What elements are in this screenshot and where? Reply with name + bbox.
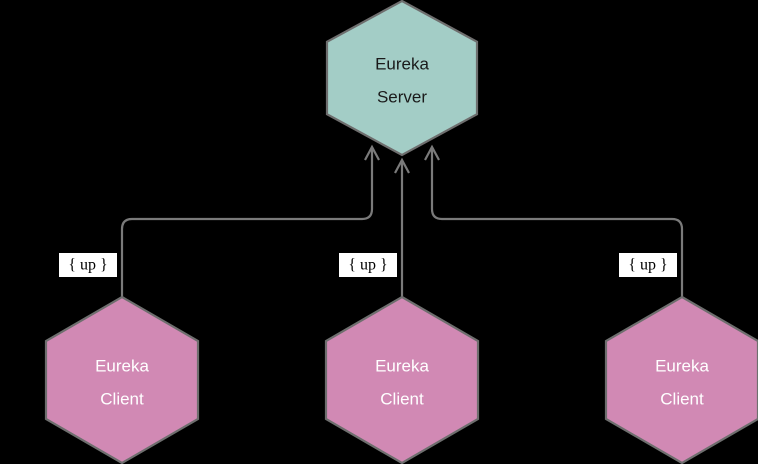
edge-label-text: { up } (68, 257, 107, 274)
edge-label-background (339, 253, 397, 277)
edge-label-text: { up } (348, 257, 387, 274)
arrow-head-icon (424, 144, 440, 161)
edge-path (120, 148, 374, 300)
eureka-server-node-label-line2: Server (377, 87, 427, 106)
edge-edge-center-client-to-server (394, 157, 410, 298)
edge-edge-left-client-to-server (120, 144, 380, 300)
eureka-client-node-1-label-line2: Client (380, 389, 424, 408)
eureka-client-node-0-label-line2: Client (100, 389, 144, 408)
edge-label-edge-center-client-to-server: { up } (339, 253, 397, 277)
edge-labels-layer: { up } { up } { up } (59, 253, 677, 277)
eureka-client-node-0-hexagon[interactable] (44, 295, 200, 464)
eureka-client-node-2-label-line2: Client (660, 389, 704, 408)
nodes-layer: EurekaServerEurekaClientEurekaClientEure… (44, 0, 758, 464)
edge-label-edge-left-client-to-server: { up } (59, 253, 117, 277)
eureka-server-node-hexagon[interactable] (325, 0, 479, 157)
edge-label-background (619, 253, 677, 277)
edge-edge-right-client-to-server (424, 144, 684, 300)
arrow-head-icon (394, 157, 410, 174)
eureka-server-node-label-line1: Eureka (375, 54, 429, 73)
eureka-client-node-2-label-line1: Eureka (655, 356, 709, 375)
edges-layer (120, 144, 684, 300)
edge-label-background (59, 253, 117, 277)
edge-path (430, 148, 684, 300)
eureka-client-node-1-label-line1: Eureka (375, 356, 429, 375)
eureka-client-node-0-label-line1: Eureka (95, 356, 149, 375)
edge-label-text: { up } (628, 257, 667, 274)
arrow-head-icon (364, 144, 380, 161)
eureka-client-node-2-hexagon[interactable] (604, 295, 758, 464)
eureka-client-node-1-hexagon[interactable] (324, 295, 480, 464)
edge-label-edge-right-client-to-server: { up } (619, 253, 677, 277)
